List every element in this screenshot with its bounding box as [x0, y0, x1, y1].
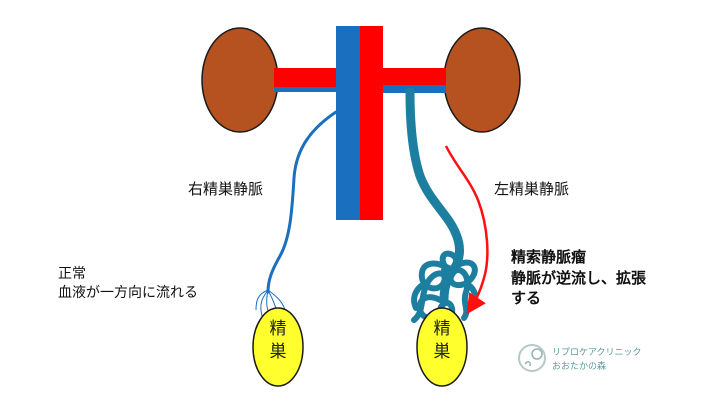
- right-kidney: [201, 27, 279, 133]
- vena-cava: [336, 26, 360, 220]
- right-testis: [252, 307, 304, 387]
- left-testis: [416, 307, 468, 387]
- normal-label: 正常 血液が一方向に流れる: [58, 265, 198, 303]
- varicocele-description-line2: する: [511, 289, 542, 308]
- varicocele-description-line1: 静脈が逆流し、拡張: [511, 268, 647, 287]
- left-testis-label: 精 巣: [430, 318, 454, 364]
- right-testis-char-2: 巣: [269, 341, 287, 362]
- normal-title: 正常: [58, 266, 86, 282]
- right-testicular-vein: [266, 110, 338, 294]
- clinic-logo: リプロケアクリニック おおたかの森: [516, 342, 666, 376]
- reflux-arrow: [444, 145, 489, 315]
- right-renal-vein: [274, 87, 336, 92]
- right-testis-char-1: 精: [269, 319, 287, 339]
- varicocele-title: 精索静脈瘤: [511, 248, 587, 266]
- clinic-name: リプロケアクリニック: [552, 348, 642, 358]
- right-testicular-vein-label: 右精巣静脈: [188, 180, 264, 198]
- left-testis-char-2: 巣: [433, 341, 451, 362]
- normal-description: 血液が一方向に流れる: [58, 284, 198, 301]
- left-kidney: [443, 27, 521, 133]
- aorta: [360, 26, 383, 220]
- left-testis-char-1: 精: [433, 319, 451, 339]
- right-renal-artery: [274, 68, 336, 87]
- clinic-logo-icon: [518, 344, 546, 372]
- left-renal-artery: [382, 68, 446, 85]
- left-renal-vein: [382, 85, 446, 93]
- varicocele-label: 精索静脈瘤 静脈が逆流し、拡張 する: [511, 247, 646, 309]
- left-testicular-vein-label: 左精巣静脈: [494, 180, 570, 198]
- right-testis-label: 精 巣: [266, 318, 290, 364]
- clinic-location: おおたかの森: [552, 362, 607, 372]
